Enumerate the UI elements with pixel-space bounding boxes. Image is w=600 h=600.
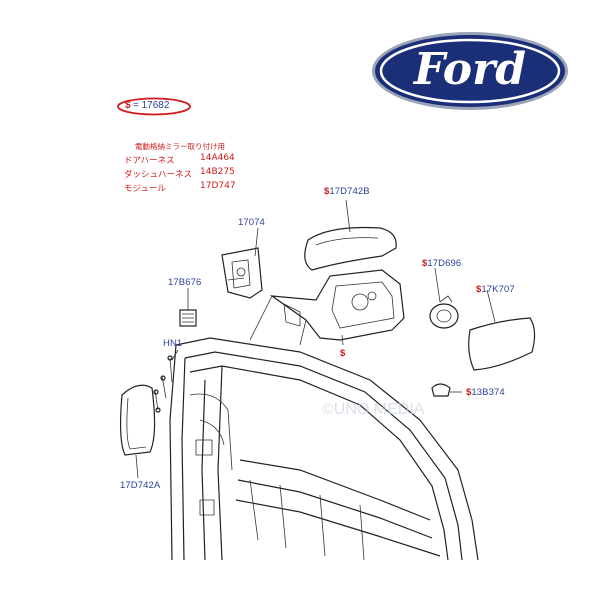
- callout-17D742A: 17D742A: [120, 480, 161, 491]
- callout-17K707: $17K707: [476, 284, 515, 295]
- callout-17074: 17074: [238, 217, 265, 228]
- leader-lines: [135, 199, 496, 479]
- ford-logo: Ford: [370, 30, 570, 112]
- header-part-number: $ = 17682: [116, 97, 192, 116]
- highlight-ring-icon: [117, 97, 191, 116]
- notes-code-1: 14A464: [200, 153, 235, 163]
- mirror-body-assembly: [249, 269, 405, 346]
- callout-13B374: $13B374: [466, 387, 505, 398]
- notes-label-2: ダッシュハーネス: [124, 170, 193, 180]
- watermark-text: ©UNO MEDIA: [322, 401, 425, 418]
- notes-code-2: 14B275: [200, 167, 235, 177]
- door-frame: [169, 337, 479, 561]
- grommet-13B374: [431, 383, 451, 397]
- header-part-number-text: = 17682: [133, 100, 170, 111]
- glass-17K707: [468, 317, 536, 371]
- motor-17D696: [429, 295, 459, 329]
- mirror-cover-17D742B: [304, 226, 397, 271]
- notes-label-3: モジュール: [124, 184, 166, 194]
- ford-oval-icon: [372, 32, 568, 110]
- callout-17B676: 17B676: [168, 277, 202, 288]
- callout-HN1: HN1: [163, 338, 183, 349]
- header-dollar: $: [125, 100, 131, 111]
- hn1-screws: [153, 355, 173, 413]
- notes-code-3: 17D747: [200, 181, 236, 191]
- callout-17D742B: $17D742B: [324, 186, 370, 197]
- callout-S: $: [340, 348, 346, 359]
- mirror-glass-left: [119, 384, 156, 456]
- callout-17D696: $17D696: [422, 258, 462, 269]
- ford-logo-text: Ford: [413, 44, 527, 95]
- notes-title: 電動格納ミラー取り付け用: [135, 142, 225, 151]
- notes-label-1: ドアハーネス: [124, 156, 175, 166]
- bracket-17074: [221, 247, 263, 299]
- connector-17B676: [179, 309, 197, 327]
